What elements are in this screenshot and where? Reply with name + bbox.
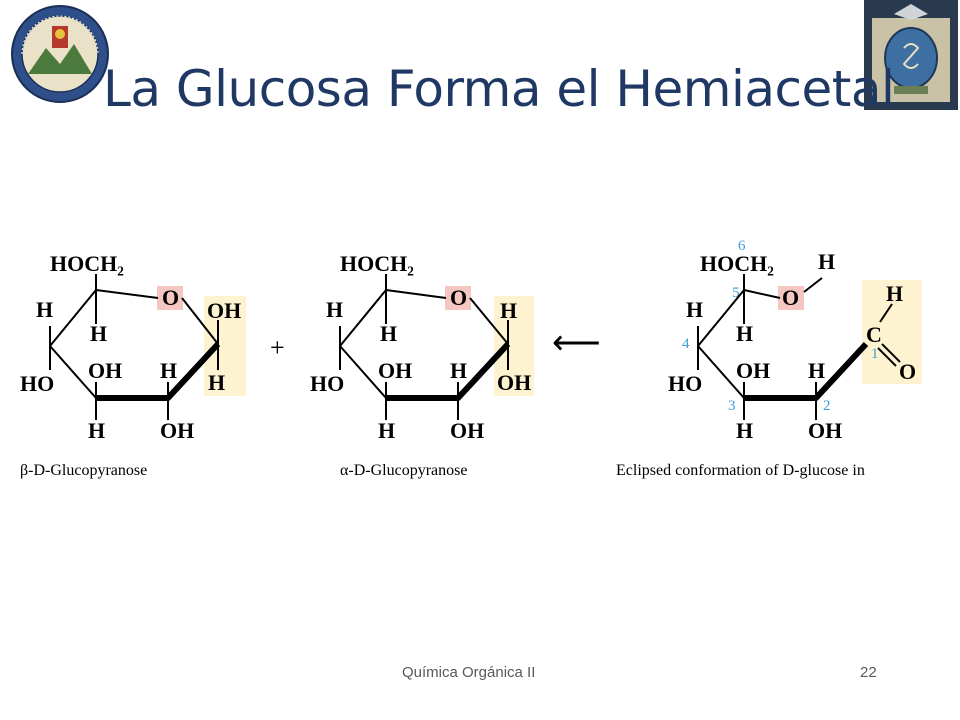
c3-oh-label: OH [88,358,122,383]
c1-bottom-label: OH [497,370,531,395]
oxygen-highlight [778,286,804,310]
carbon-number-6: 6 [738,238,746,254]
c2-oh-label: OH [160,418,194,443]
c1-bottom-label: H [208,370,225,395]
c1-top-label: H [500,298,517,323]
hoch2-label: HOCH₂ [340,251,414,276]
equilibrium-arrow: ⟵ [552,325,601,362]
c3-h-label: H [88,418,105,443]
course-name: Química Orgánica II [402,664,536,681]
c4-oh-label: HO [310,371,344,396]
alpha-glucopyranose-structure: HOCH₂ O H OH H H HO OH H H OH α-D-Glucop… [310,251,534,479]
c2-oh-label: OH [808,418,842,443]
carbon-number-2: 2 [823,398,831,414]
c2-oh-label: OH [450,418,484,443]
university-seal-logo [11,5,109,103]
c3-oh-label: OH [736,358,770,383]
aldehyde-highlight [862,280,922,384]
hydroxyl-h-label: H [818,249,835,274]
hoch2-label: HOCH₂ [700,251,774,276]
c4-top-h-label: H [686,297,703,322]
open-chain-glucose-structure: 6 5 4 3 2 1 HOCH₂ H O H C O H H HO OH H … [616,238,922,479]
c2-h-label: H [808,358,825,383]
ring-oxygen-label: O [162,285,179,310]
ring-oxygen-highlight [157,286,183,310]
beta-caption: β-D-Glucopyranose [20,462,147,479]
carbon-number-5: 5 [732,285,740,301]
c5-h-label: H [380,321,397,346]
glucose-structures-figure: HOCH₂ O OH H H H HO OH H H OH β-D-Glucop… [20,238,922,479]
c4-oh-label: HO [20,371,54,396]
alpha-caption: α-D-Glucopyranose [340,462,467,479]
open-chain-caption: Eclipsed conformation of D-glucose in [616,462,865,479]
ring-oxygen-label: O [450,285,467,310]
c2-h-label: H [160,358,177,383]
carbon-number-1: 1 [871,346,879,362]
carbon-number-3: 3 [728,398,736,414]
c4-oh-label: HO [668,371,702,396]
c1-top-label: OH [207,298,241,323]
faculty-crest-logo [864,0,958,110]
c3-oh-label: OH [378,358,412,383]
hoch2-label: HOCH₂ [50,251,124,276]
beta-glucopyranose-structure: HOCH₂ O OH H H H HO OH H H OH β-D-Glucop… [20,251,246,479]
ring-oxygen-highlight [445,286,471,310]
aldehyde-o-label: O [899,359,916,384]
c3-h-label: H [378,418,395,443]
anomeric-carbon-highlight [494,296,534,396]
oxygen-label: O [782,285,799,310]
page-number: 22 [860,664,877,681]
c5-h-label: H [736,321,753,346]
aldehyde-c-label: C [866,322,882,347]
slide-footer: Química Orgánica II 22 [0,664,960,686]
aldehyde-h-label: H [886,281,903,306]
c4-top-h-label: H [36,297,53,322]
c5-h-label: H [90,321,107,346]
carbon-number-4: 4 [682,336,690,352]
anomeric-carbon-highlight [204,296,246,396]
c3-h-label: H [736,418,753,443]
c2-h-label: H [450,358,467,383]
plus-sign: + [270,333,285,362]
slide-title: La Glucosa Forma el Hemiacetal [103,60,895,118]
c4-top-h-label: H [326,297,343,322]
